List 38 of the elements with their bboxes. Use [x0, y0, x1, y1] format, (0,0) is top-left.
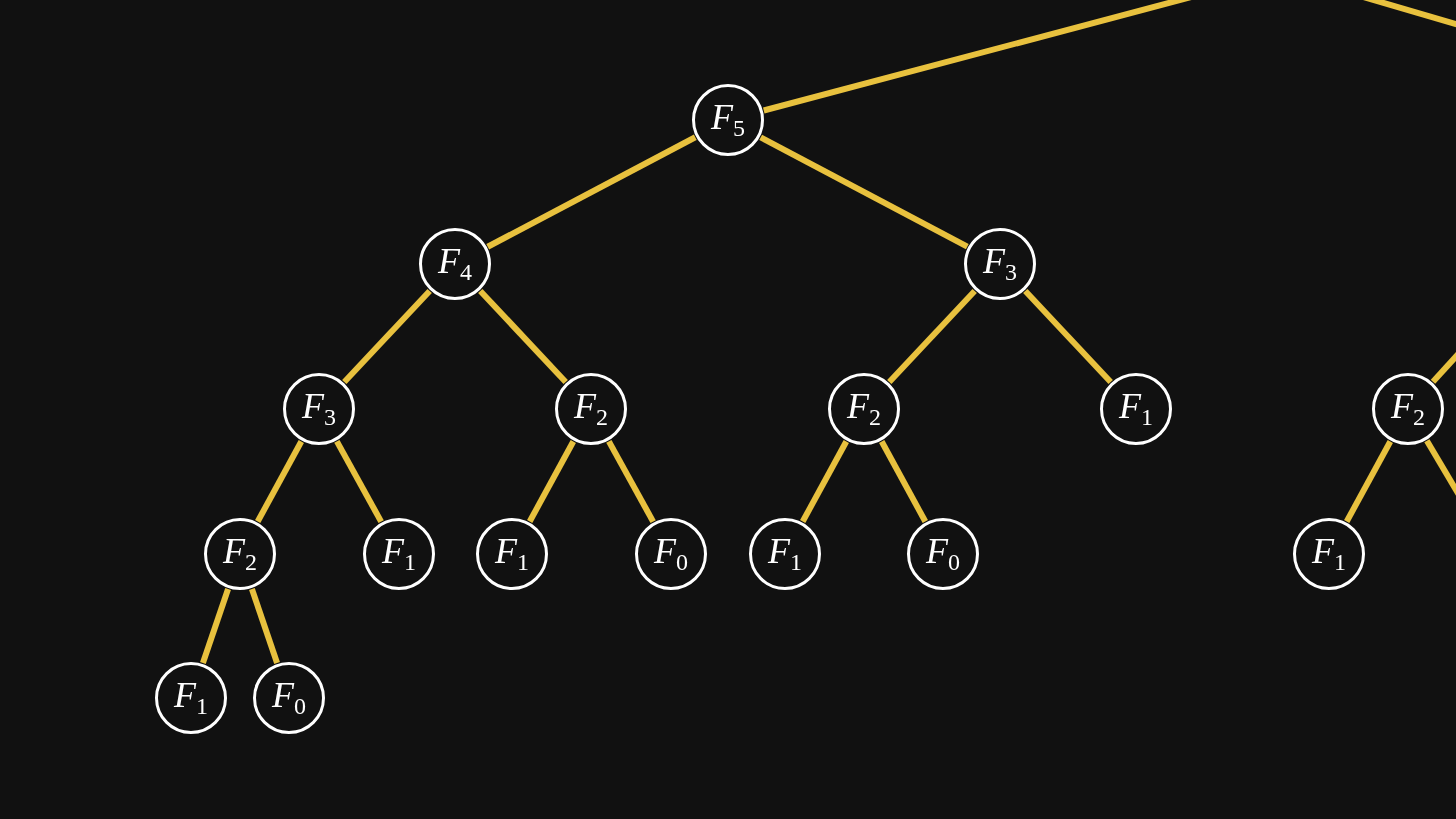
tree-edge	[879, 440, 928, 523]
tree-edge	[249, 588, 280, 664]
tree-edge	[342, 288, 432, 385]
tree-node-circle	[828, 373, 900, 445]
node-label: F$_{0}$	[926, 533, 960, 575]
tree-edge	[200, 588, 231, 664]
tree-edge	[478, 288, 568, 385]
node-label: F$_{1}$	[768, 533, 802, 575]
tree-node-circle	[964, 228, 1036, 300]
tree-node-circle	[555, 373, 627, 445]
tree-edge	[606, 439, 656, 524]
node-label: F$_{1}$	[1119, 388, 1153, 430]
node-label: F$_{5}$	[711, 99, 745, 141]
tree-node-circle	[283, 373, 355, 445]
tree-edge	[486, 134, 697, 250]
tree-edge	[1023, 288, 1113, 385]
node-label: F$_{3}$	[983, 243, 1017, 285]
node-label: F$_{2}$	[1391, 388, 1425, 430]
tree-node-circle	[419, 228, 491, 300]
node-label: F$_{3}$	[302, 388, 336, 430]
tree-edge	[887, 288, 977, 385]
node-label: F$_{1}$	[495, 533, 529, 575]
node-label: F$_{4}$	[438, 243, 472, 285]
node-label: F$_{2}$	[574, 388, 608, 430]
node-label: F$_{0}$	[654, 533, 688, 575]
tree-edge	[1344, 440, 1393, 523]
node-label: F$_{1}$	[174, 677, 208, 719]
tree-edge	[527, 440, 576, 523]
node-label: F$_{1}$	[382, 533, 416, 575]
node-label: F$_{2}$	[223, 533, 257, 575]
tree-edge	[255, 440, 304, 523]
tree-node-circle	[1372, 373, 1444, 445]
tree-edge	[334, 439, 384, 524]
node-label: F$_{0}$	[272, 677, 306, 719]
tree-edge	[759, 134, 969, 250]
node-label: F$_{2}$	[847, 388, 881, 430]
node-label: F$_{1}$	[1312, 533, 1346, 575]
tree-edge	[800, 440, 849, 523]
